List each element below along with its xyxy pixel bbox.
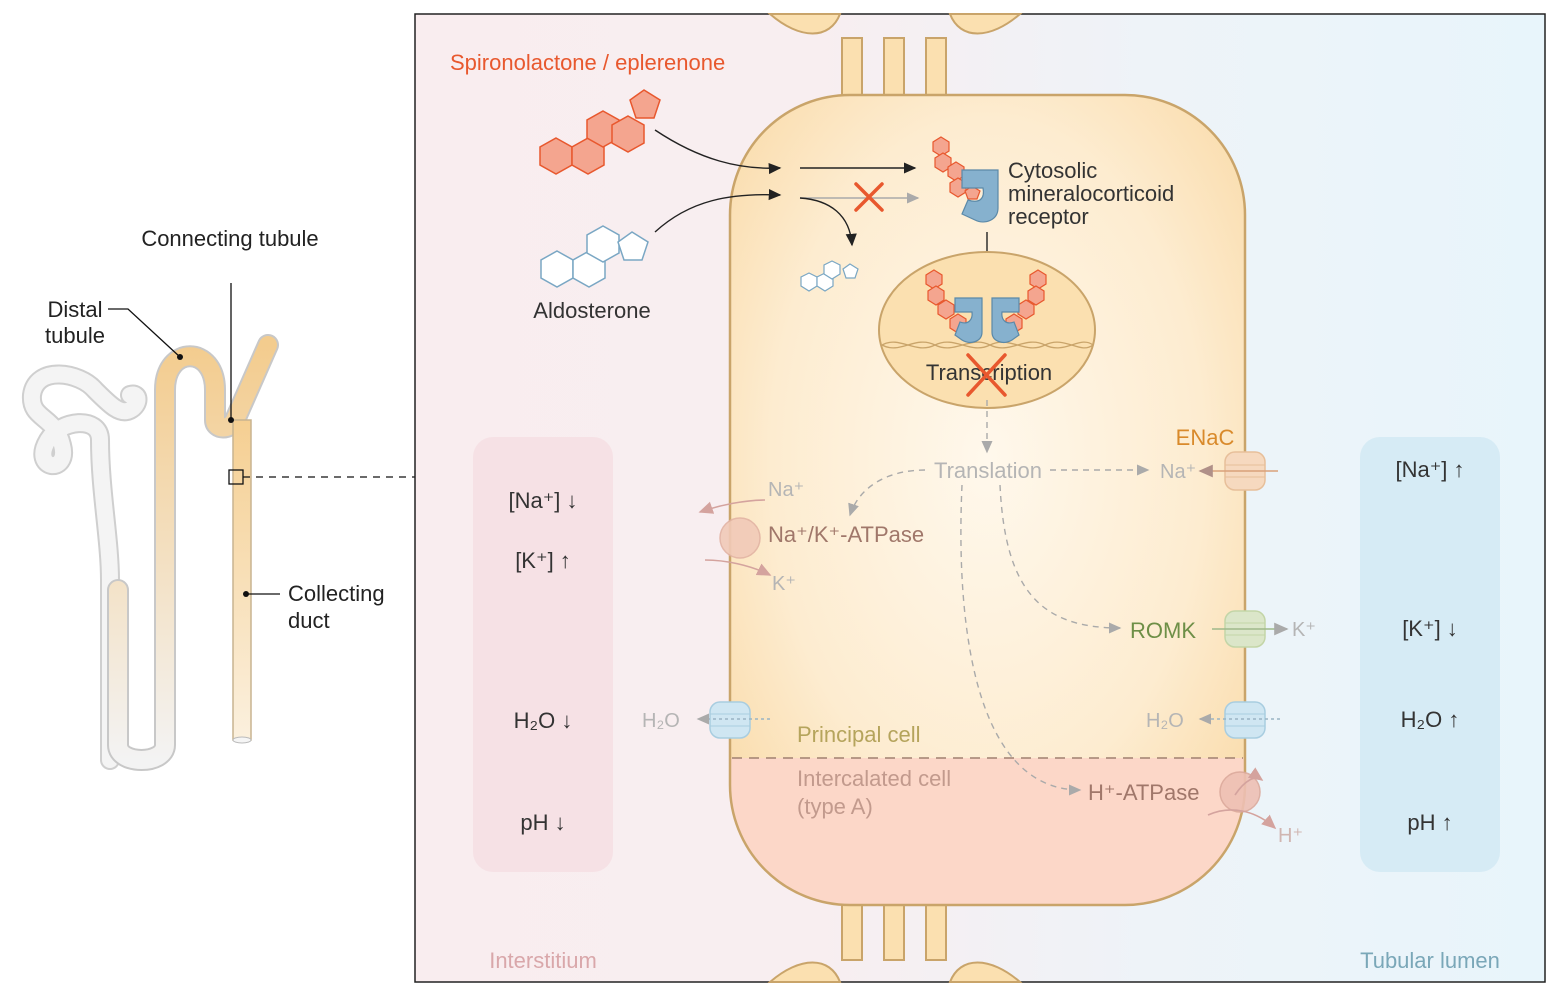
- nak-atpase-pump: [698, 499, 772, 576]
- block-x-icon: [854, 182, 884, 212]
- romk-channel: [1212, 610, 1289, 648]
- collecting-duct-label-1: Collecting: [288, 581, 385, 606]
- collecting-duct-tube: [232, 419, 252, 741]
- h-ion: H⁺: [1278, 825, 1303, 847]
- displaced-aldosterone-arrow: [799, 197, 857, 247]
- nak-atpase-label: Na⁺/K⁺-ATPase: [768, 522, 924, 547]
- h2o-interstitial: H₂O: [642, 710, 680, 732]
- receptor-shape: [961, 169, 999, 223]
- lumen-h2o: H₂O ↑: [1401, 707, 1460, 732]
- aldosterone-label: Aldosterone: [533, 298, 650, 323]
- lumen-box: [1360, 437, 1500, 872]
- distal-tubule-label-1: Distal: [47, 297, 102, 322]
- aldosterone-molecule: [540, 225, 649, 288]
- translation-label: Translation: [934, 458, 1042, 483]
- nephron-illustration: [21, 283, 415, 771]
- interstitium-label: Interstitium: [489, 948, 597, 973]
- interstitium-k: [K⁺] ↑: [515, 548, 571, 573]
- intercalated-cell-region: [730, 758, 1245, 905]
- receptor-label-1: Cytosolic: [1008, 158, 1097, 183]
- translation-arrows: [848, 464, 1150, 796]
- lumen-k: [K⁺] ↓: [1402, 616, 1458, 641]
- enac-channel: [1198, 451, 1278, 491]
- distal-tubule-label-2: tubule: [45, 323, 105, 348]
- enac-na-ion: Na⁺: [1160, 461, 1196, 483]
- nak-na-ion: Na⁺: [768, 479, 804, 501]
- epithelial-cell: [728, 93, 1247, 907]
- interstitium-ph: pH ↓: [520, 810, 565, 835]
- nak-k-ion: K⁺: [772, 573, 796, 595]
- h2o-cell: H₂O: [1146, 710, 1184, 732]
- receptor-complex: [932, 136, 999, 223]
- connecting-tubule-label: Connecting tubule: [141, 226, 318, 251]
- interstitium-h2o: H₂O ↓: [514, 708, 573, 733]
- enac-label: ENaC: [1176, 425, 1235, 450]
- h-atpase-label: H⁺-ATPase: [1088, 780, 1199, 805]
- romk-k-ion: K⁺: [1292, 619, 1316, 641]
- aldosterone-arrow: [654, 188, 782, 233]
- aquaporin-apical: [1198, 701, 1280, 739]
- collecting-duct-label-2: duct: [288, 608, 330, 633]
- interstitium-na: [Na⁺] ↓: [508, 488, 577, 513]
- lumen-label: Tubular lumen: [1360, 948, 1500, 973]
- h-atpase-pump: [1207, 767, 1277, 830]
- intercalated-cell-label-2: (type A): [797, 794, 873, 819]
- intercalated-cell-label-1: Intercalated cell: [797, 766, 951, 791]
- receptor-label-2: mineralocorticoid: [1008, 181, 1174, 206]
- romk-label: ROMK: [1130, 618, 1196, 643]
- principal-cell-label: Principal cell: [797, 722, 921, 747]
- transcription-block-x-icon: [966, 353, 1007, 397]
- drug-arrow: [654, 129, 782, 175]
- spironolactone-molecule: [539, 89, 661, 175]
- nucleus: [878, 251, 1096, 409]
- lumen-ph: pH ↑: [1407, 810, 1452, 835]
- receptor-label-3: receptor: [1008, 204, 1089, 229]
- drug-label: Spironolactone / eplerenone: [450, 50, 725, 75]
- lumen-na: [Na⁺] ↑: [1395, 457, 1464, 482]
- free-aldosterone-small: [800, 260, 859, 292]
- interstitium-box: [473, 437, 613, 872]
- aquaporin-basolateral: [696, 701, 770, 739]
